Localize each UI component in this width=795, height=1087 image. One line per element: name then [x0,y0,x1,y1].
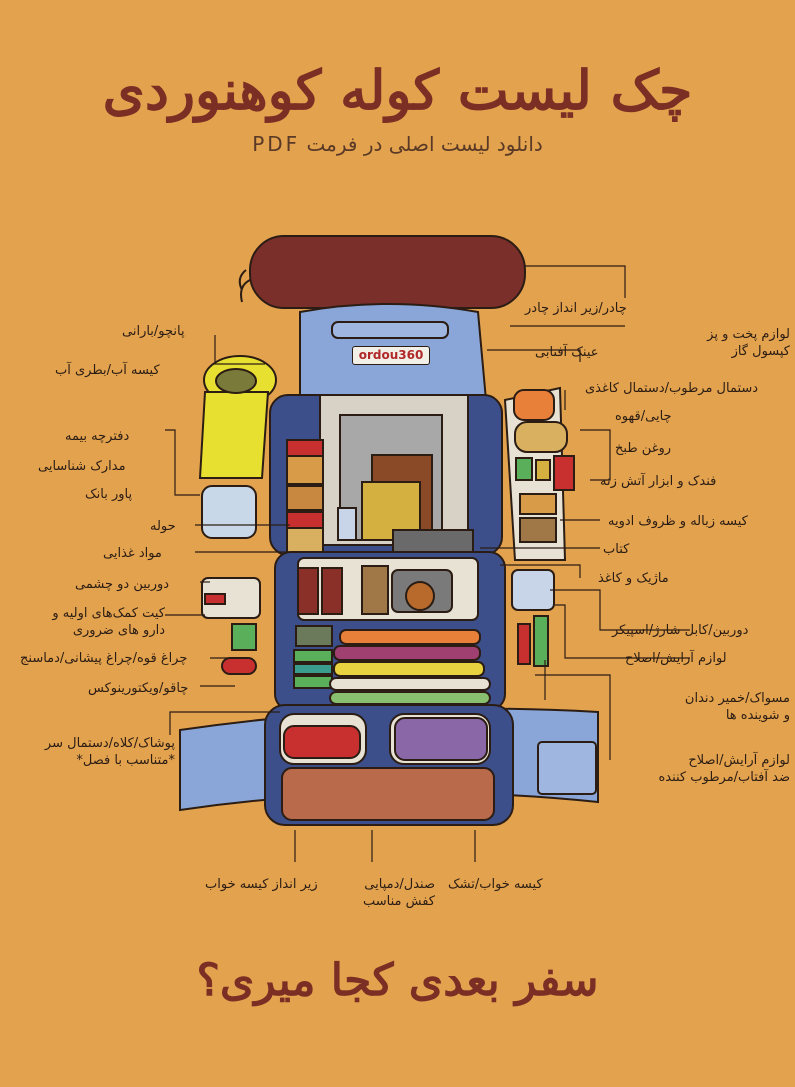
label-insurance: دفترچه بیمه [65,429,130,444]
label-clothing: پوشاک/کلاه/دستمال سر*متناسب با فصل* [44,736,175,768]
label-camera: دوربین/کابل شارژ/اسپیکر [612,623,749,638]
label-book: کتاب [603,542,630,557]
label-ground-sheet: زیر انداز کیسه خواب [205,877,318,892]
label-towel: حوله [150,519,176,534]
brand-patch: ordou360 [352,346,430,365]
label-flashlight: چراغ قوه/چراغ پیشانی/دماسنج [20,651,188,666]
label-binoculars: دوربین دو چشمی [75,577,170,592]
label-water-bag: کیسه آب/بطری آب [55,363,160,378]
label-tea: چایی/قهوه [615,409,672,424]
label-knife: چاقو/ویکتورینوکس [88,681,189,696]
sleeping-roll [249,235,526,309]
label-oil: روغن طبخ [615,441,672,456]
page-subtitle: دانلود لیست اصلی در فرمت PDF [252,132,543,156]
page-title: چک لیست کوله کوهنوردی [102,58,693,122]
label-lighter: فندک و ابزار آتش زنه [600,474,717,489]
footer-slogan: سفر بعدی کجا میری؟ [196,955,599,1006]
label-id-docs: مدارک شناسایی [38,459,126,474]
label-wet-wipes: دستمال مرطوب/دستمال کاغذی [585,381,759,396]
label-sunglasses: عینک آفتابی [535,345,599,360]
label-toiletries: لوازم آرایش/اصلاح [625,651,727,666]
label-sleeping-bag: کیسه خواب/تشک [448,877,543,892]
label-poncho: پانچو/بارانی [122,324,185,339]
label-food: مواد غذایی [103,546,162,561]
label-tent-mat: چادر/زیر انداز چادر [525,301,627,316]
label-powerbank: پاور بانک [85,487,133,502]
label-pen-paper: ماژیک و کاغذ [598,571,669,586]
label-trash-bag: کیسه زباله و ظروف ادویه [608,514,748,529]
